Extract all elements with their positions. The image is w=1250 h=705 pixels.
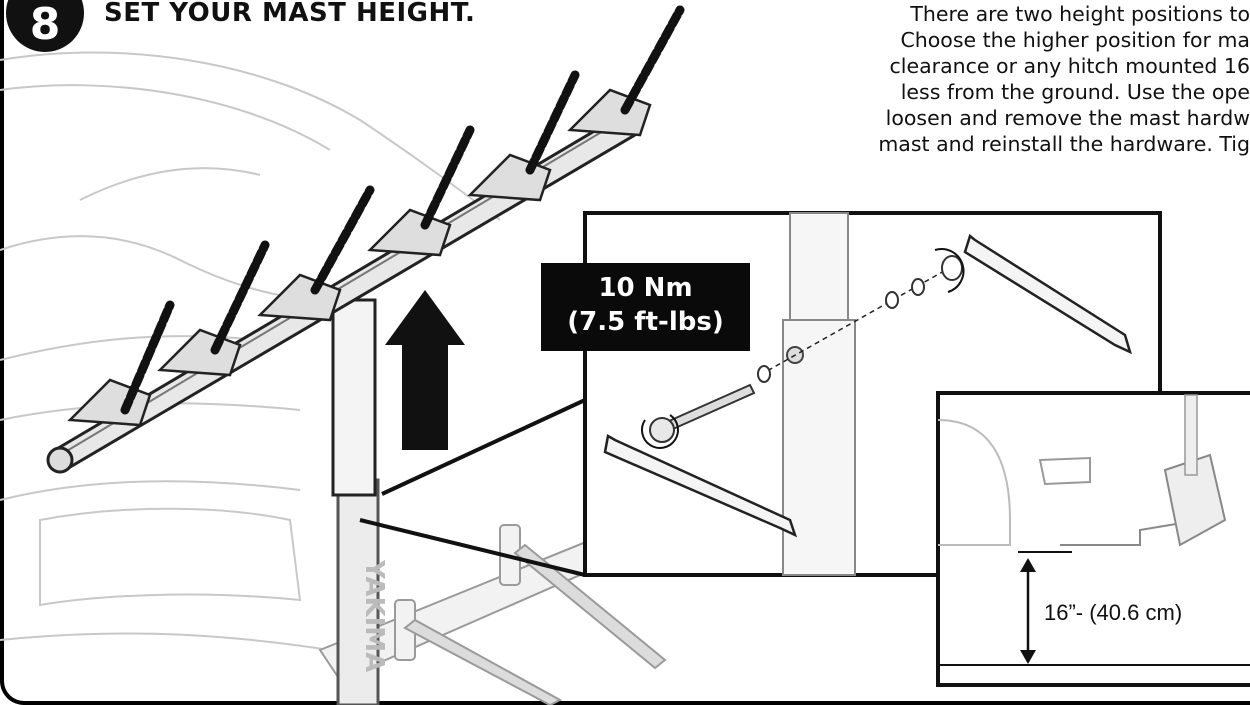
- clearance-height-label: 16”- (40.6 cm): [1044, 600, 1183, 625]
- instruction-line: loosen and remove the mast hardw: [885, 106, 1250, 130]
- torque-spec-label: 10 Nm (7.5 ft-lbs): [541, 263, 750, 351]
- torque-metric: 10 Nm: [598, 273, 693, 303]
- straps: [120, 5, 685, 415]
- callout-leader: [359, 398, 586, 577]
- mast: YAKIMA: [331, 298, 389, 705]
- instruction-line: clearance or any hitch mounted 16: [889, 54, 1250, 78]
- instruction-line: mast and reinstall the hardware. Tig: [878, 132, 1250, 156]
- torque-imperial: (7.5 ft-lbs): [567, 307, 724, 337]
- instruction-line: Choose the higher position for ma: [900, 28, 1250, 52]
- instruction-line: less from the ground. Use the ope: [900, 80, 1250, 104]
- instruction-line: There are two height positions to: [910, 2, 1250, 26]
- mast-brand: YAKIMA: [359, 559, 389, 672]
- wrench-upper: [963, 233, 1132, 355]
- clearance-inset: [936, 391, 1250, 687]
- instruction-text: There are two height positions to Choose…: [730, 1, 1250, 191]
- wrench-lower: [603, 434, 798, 538]
- step-title: SET YOUR MAST HEIGHT.: [104, 0, 476, 28]
- raise-arrow: [385, 290, 465, 450]
